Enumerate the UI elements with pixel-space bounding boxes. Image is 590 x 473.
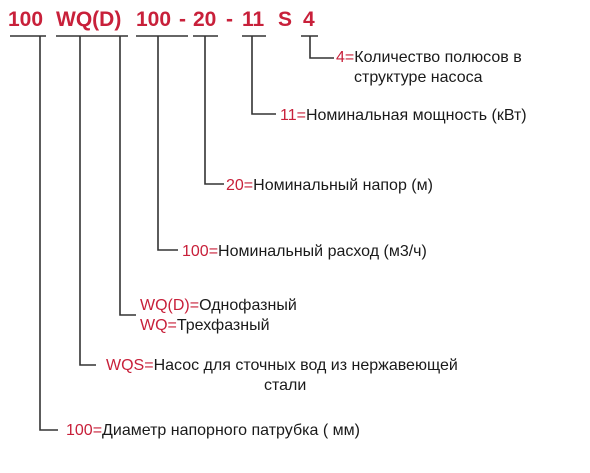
legend-single-phase-text: Однофазный <box>199 297 297 314</box>
code-size: 100 <box>8 8 44 31</box>
leader-poles <box>309 36 334 59</box>
code-flow: 100 <box>136 8 172 31</box>
legend-power-key: 11= <box>280 107 306 124</box>
leader-series-d <box>119 36 136 316</box>
legend-head-key: 20= <box>226 177 254 194</box>
code-separator-1: - <box>179 8 186 31</box>
code-stainless: S <box>278 8 293 31</box>
legend-size-key: 100= <box>66 422 103 439</box>
legend-power: 11=Номинальная мощность (кВт) <box>280 106 527 126</box>
code-separator-2: - <box>226 8 233 31</box>
legend-three-phase-text: Трехфазный <box>176 317 270 334</box>
leader-power <box>251 36 276 115</box>
legend-size: 100=Диаметр напорного патрубка ( мм) <box>66 421 360 441</box>
legend-poles-text-2: структуре насоса <box>354 69 483 86</box>
legend-poles: 4=Количество полюсов в структуре насоса <box>336 48 522 88</box>
legend-power-text: Номинальная мощность (кВт) <box>305 107 527 124</box>
legend-stainless-key: WQS= <box>106 357 154 374</box>
legend-flow-key: 100= <box>182 243 219 260</box>
leader-stainless <box>79 36 96 366</box>
legend-flow: 100=Номинальный расход (м3/ч) <box>182 242 427 262</box>
legend-poles-key: 4= <box>336 49 355 66</box>
legend-series: WQ(D)=Однофазный WQ=Трехфазный <box>140 296 297 336</box>
legend-size-text: Диаметр напорного патрубка ( мм) <box>102 422 360 439</box>
code-series: WQ(D) <box>56 8 122 31</box>
legend-three-phase-key: WQ= <box>140 317 177 334</box>
legend-stainless: WQS=Насос для сточных вод из нержавеющей… <box>106 356 458 396</box>
legend-flow-text: Номинальный расход (м3/ч) <box>218 243 427 260</box>
legend-stainless-text-1: Насос для сточных вод из нержавеющей <box>153 357 458 374</box>
code-poles: 4 <box>303 8 315 31</box>
code-power: 11 <box>242 8 265 31</box>
legend-stainless-text-2: стали <box>264 377 307 394</box>
legend-poles-text-1: Количество полюсов в <box>354 49 522 66</box>
legend-single-phase-key: WQ(D)= <box>140 297 200 314</box>
leader-size <box>39 36 58 431</box>
legend-head: 20=Номинальный напор (м) <box>226 176 433 196</box>
legend-head-text: Номинальный напор (м) <box>253 177 433 194</box>
leader-head <box>204 36 224 185</box>
code-head: 20 <box>193 8 217 31</box>
leader-flow <box>157 36 178 251</box>
